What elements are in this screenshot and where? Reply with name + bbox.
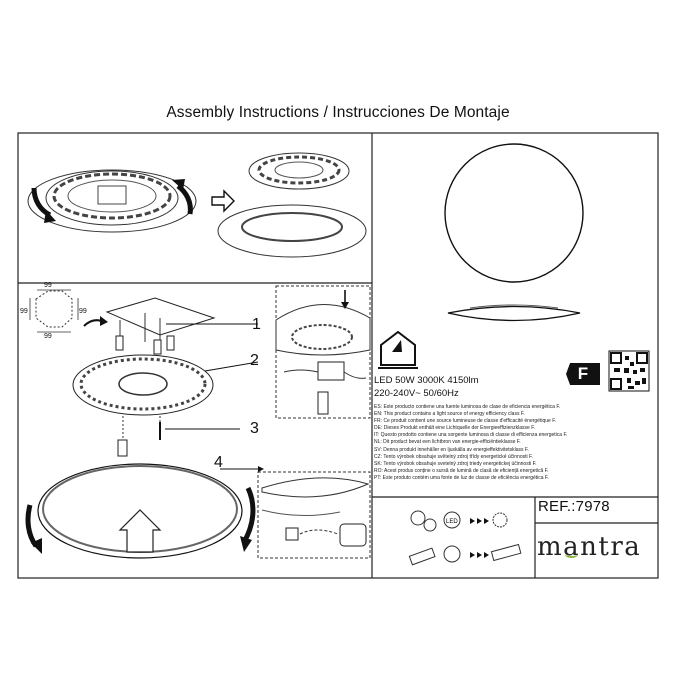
maintenance-icons: LED — [408, 510, 522, 566]
legal-line: NL: Dit product bevat een lichtbron van … — [374, 439, 521, 446]
svg-text:LED: LED — [446, 519, 458, 525]
brand-part: m — [537, 532, 564, 562]
rotate-left-icon-2 — [25, 504, 39, 548]
legal-line: IT: Questo prodotto contiene una sorgent… — [374, 432, 568, 439]
step-number-1: 1 — [252, 316, 261, 333]
reference-number: REF.:7978 — [538, 498, 610, 515]
connector-icon — [490, 543, 522, 562]
step-number-3: 3 — [250, 420, 259, 437]
legal-line: PT: Este produto contém uma fonte de luz… — [374, 474, 549, 481]
legal-line: ES: Este producto contiene una fuente lu… — [374, 404, 561, 410]
energy-class-badge: F — [566, 363, 600, 385]
arrow-up-icon — [118, 509, 162, 553]
page-title: Assembly Instructions / Instrucciones De… — [166, 104, 510, 121]
legal-line: SK: Tento výrobok obsahuje svetelný zdro… — [374, 460, 537, 467]
legal-line: CZ: Tento výrobek obsahuje světelný zdro… — [374, 453, 533, 460]
rotate-right-icon — [176, 184, 193, 215]
energy-legal-text: ES: Este producto contiene una fuente lu… — [374, 404, 674, 482]
brand-part: a — [563, 532, 581, 562]
step-cover-diagram — [25, 463, 264, 559]
led-icon — [443, 511, 461, 529]
drill-icon — [408, 547, 436, 566]
legal-line: SV: Denna produkt innehåller en ljuskäll… — [374, 446, 529, 453]
connector-part — [117, 439, 128, 457]
legal-line: DE: Dieses Produkt enthält eine Lichtque… — [374, 425, 536, 432]
spec-voltage: 220-240V~ 50/60Hz — [374, 388, 459, 399]
lamp-side-view — [447, 305, 581, 322]
detail-cover-box — [257, 471, 371, 559]
rotate-right-icon-2 — [241, 486, 256, 544]
house-indoor-icon — [378, 330, 418, 369]
legal-line: RO: Acest produs conține o sursă de lumi… — [374, 467, 549, 474]
step-number-2: 2 — [250, 352, 259, 369]
detail-wiring-box — [275, 285, 371, 419]
brand-logo: mantra — [537, 532, 641, 562]
dimension-top: 99 — [44, 282, 52, 289]
spec-power: LED 50W 3000K 4150lm — [374, 375, 479, 386]
screwdriver-icon — [410, 510, 426, 526]
step-mount-diagram — [29, 289, 259, 457]
step-number-4: 4 — [214, 454, 223, 471]
outer-frame — [17, 132, 659, 579]
dimension-right: 99 — [79, 308, 87, 315]
step-rotate-diagram — [27, 152, 367, 258]
legal-line: FR: Ce produit contient une source lumin… — [374, 418, 557, 425]
lamp-top-view — [444, 143, 584, 283]
legal-line: EN: This product contains a light source… — [374, 411, 525, 418]
qr-code-icon — [608, 350, 650, 392]
brand-part: ntra — [580, 532, 642, 562]
arrow-right-icon — [211, 189, 235, 213]
dimension-left: 99 — [20, 308, 28, 315]
dimension-bottom: 99 — [44, 333, 52, 340]
